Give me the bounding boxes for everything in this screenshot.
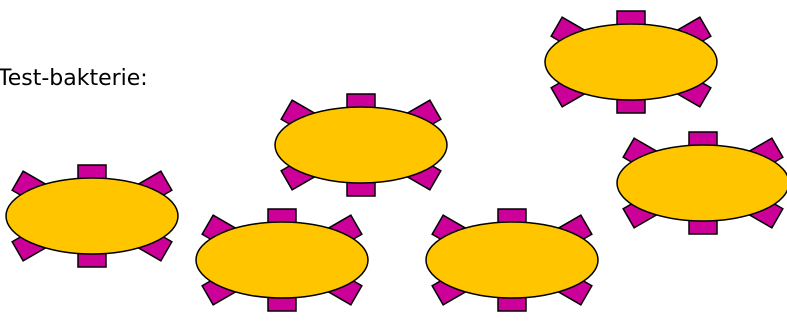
- bacterium-4: [617, 132, 787, 234]
- bacterium-2: [545, 11, 717, 113]
- bacterium-body: [196, 222, 368, 298]
- bacterium-body: [6, 178, 178, 254]
- bacterium-3: [275, 94, 447, 196]
- bacterium-body: [275, 107, 447, 183]
- bacterium-body: [426, 222, 598, 298]
- bacterium-5: [196, 209, 368, 311]
- bacterium-6: [426, 209, 598, 311]
- bacterium-body: [545, 24, 717, 100]
- bacterium-body: [617, 145, 787, 221]
- bacterium-1: [6, 165, 178, 267]
